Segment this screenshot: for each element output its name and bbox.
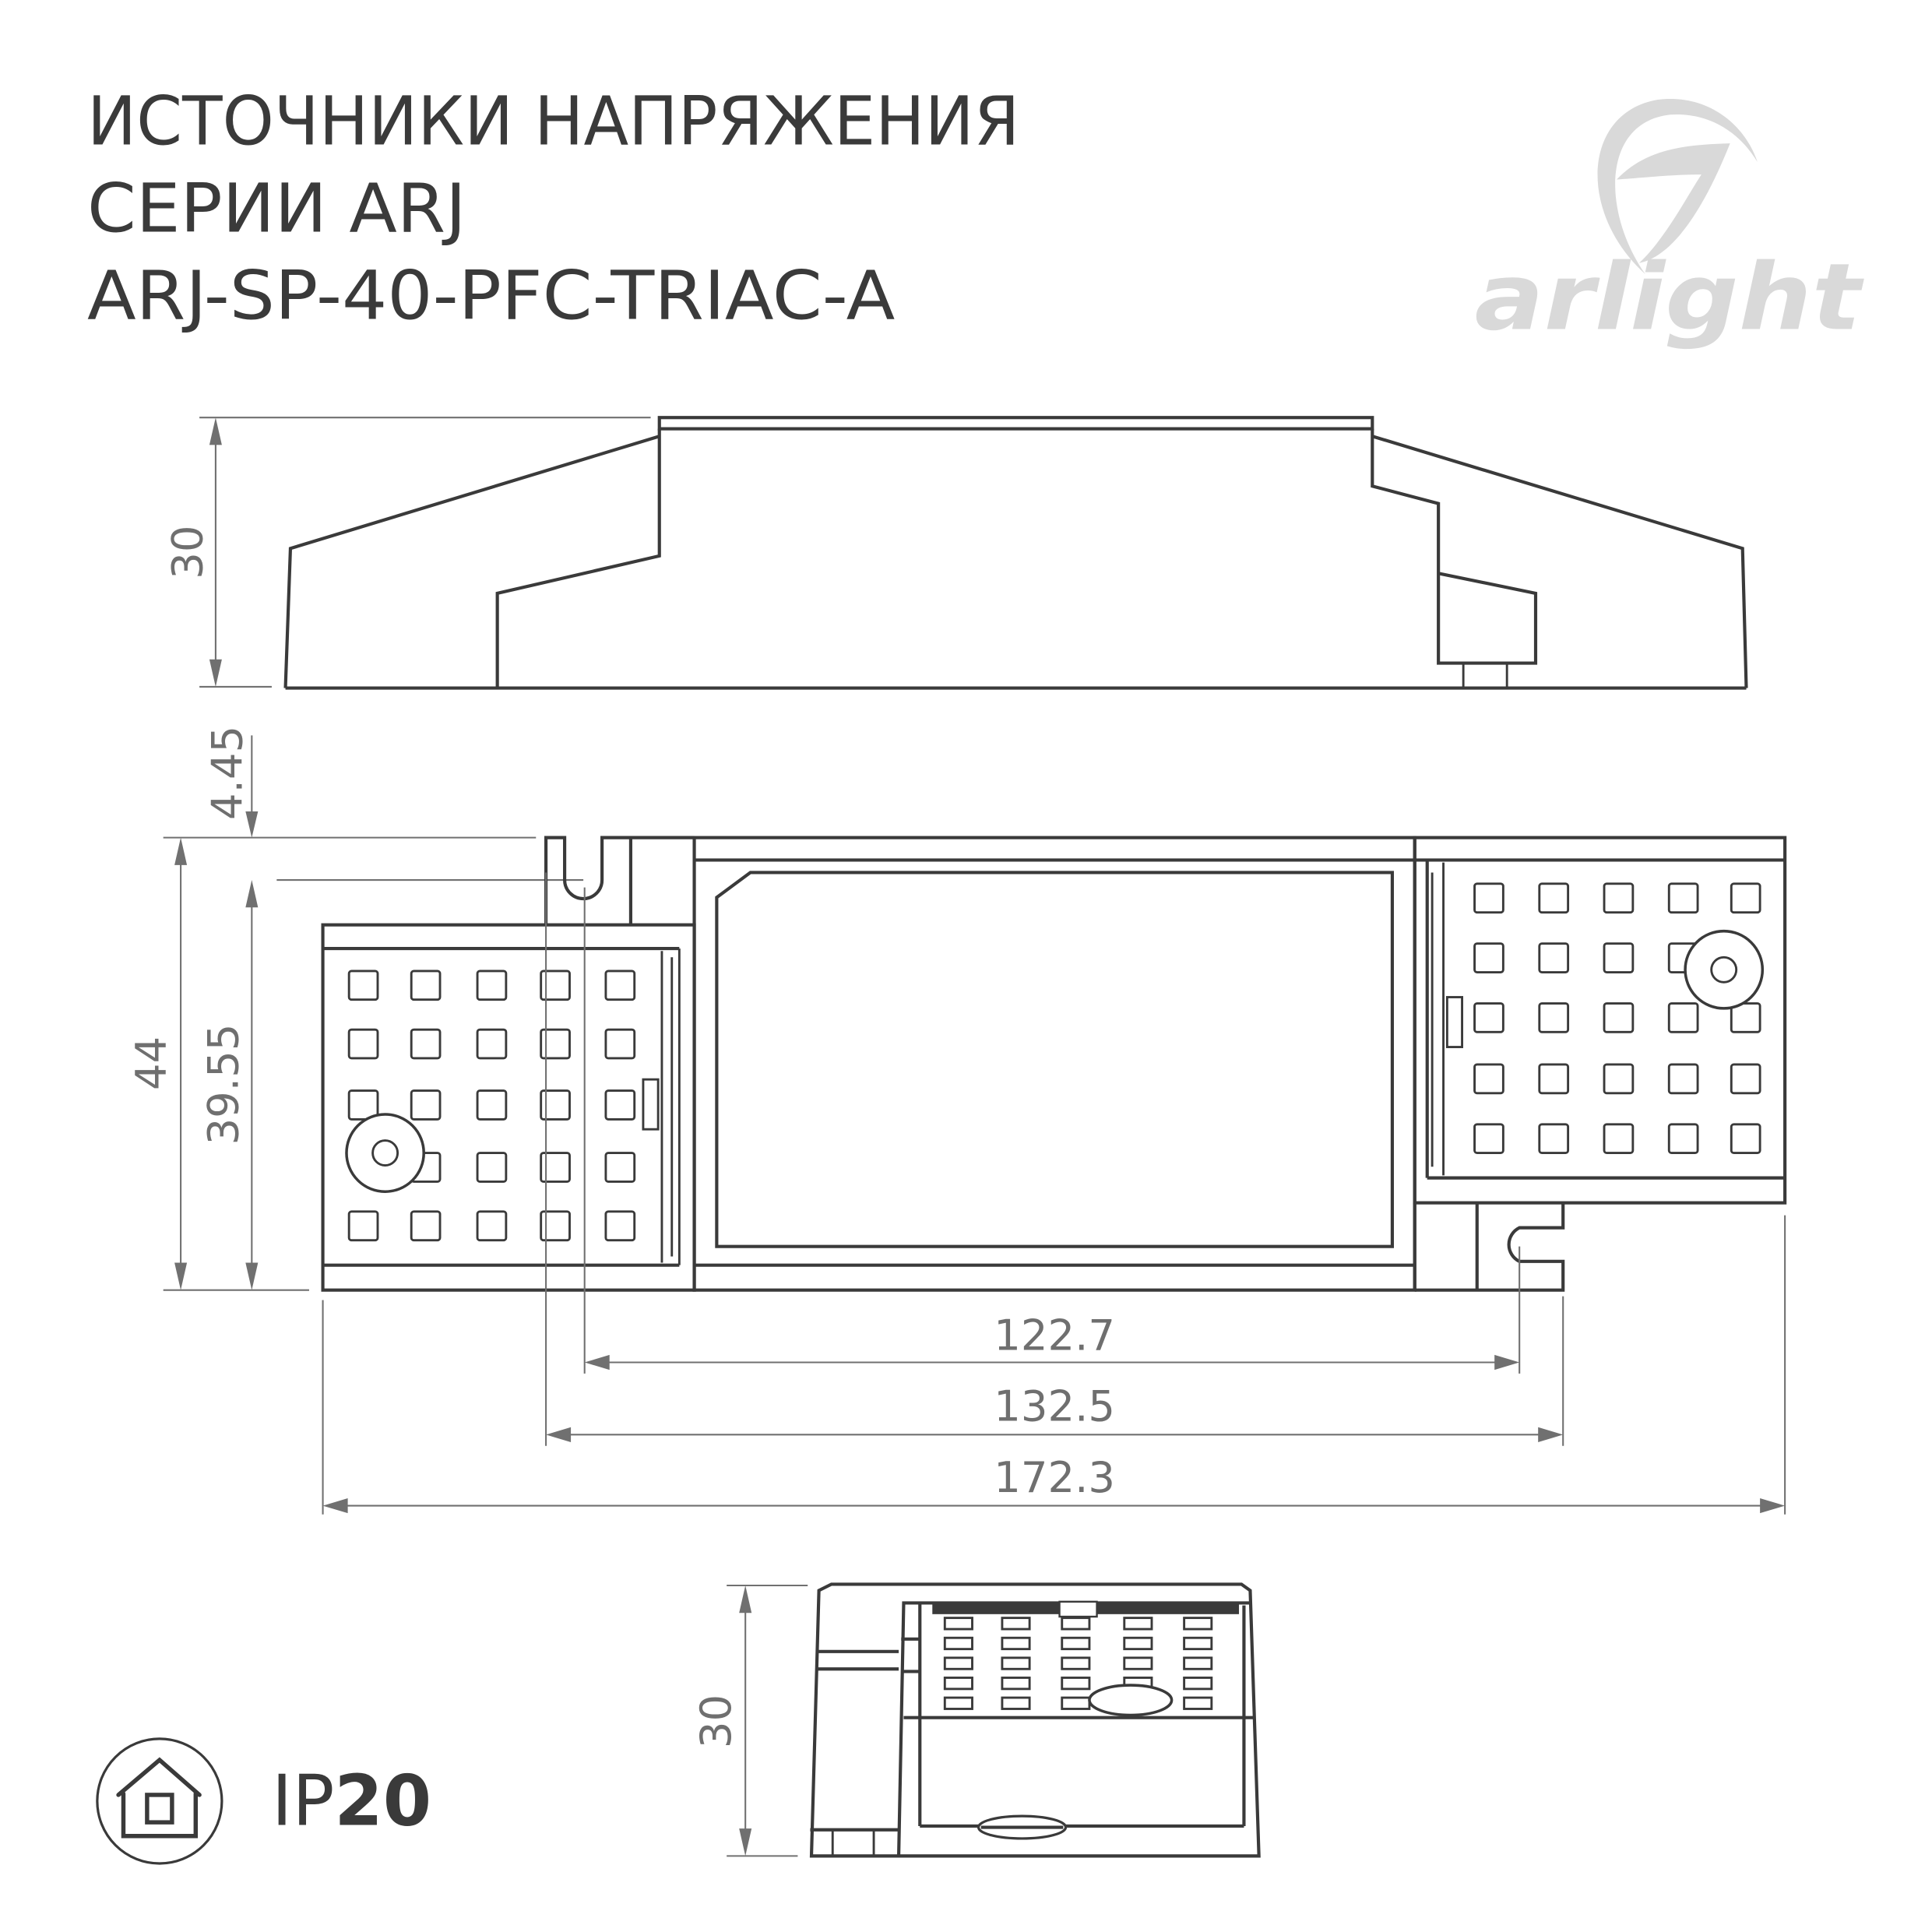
vent-grid-left bbox=[347, 970, 636, 1242]
dim-side-height: 30 bbox=[162, 525, 212, 579]
dim-width: 44 bbox=[126, 1036, 176, 1090]
indoor-house-icon bbox=[96, 1737, 223, 1865]
screw-right-icon bbox=[1684, 929, 1765, 1010]
side-view: 30 bbox=[162, 416, 1748, 690]
title-line2: СЕРИИ ARJ bbox=[87, 171, 466, 248]
dim-top-offset: 4.45 bbox=[202, 726, 252, 820]
screw-left-icon bbox=[345, 1113, 425, 1193]
end-view: 30 bbox=[691, 1582, 1261, 1858]
dim-mount-spacing-inner: 122.7 bbox=[994, 1310, 1115, 1360]
ip-label: IP20 bbox=[272, 1761, 431, 1842]
logo-wordmark: arlight bbox=[1475, 244, 1865, 351]
ip-rating: IP20 bbox=[96, 1737, 431, 1865]
title-line1: ИСТОЧНИКИ НАПРЯЖЕНИЯ bbox=[87, 83, 1019, 161]
dim-mount-spacing-outer: 132.5 bbox=[994, 1381, 1115, 1431]
page-title: ИСТОЧНИКИ НАПРЯЖЕНИЯ СЕРИИ ARJ ARJ-SP-40… bbox=[87, 83, 1019, 336]
vent-grid-end bbox=[943, 1617, 1213, 1710]
logo-seven-icon bbox=[1617, 143, 1730, 263]
end-screw-icon bbox=[1088, 1684, 1174, 1717]
dim-end-height: 30 bbox=[691, 1694, 741, 1748]
top-view: 4.45 44 39.55 bbox=[126, 726, 1787, 1515]
dim-length: 172.3 bbox=[994, 1452, 1115, 1502]
dim-mount-height: 39.55 bbox=[199, 1024, 248, 1145]
model-name: ARJ-SP-40-PFC-TRIAC-A bbox=[87, 258, 895, 336]
ip-prefix: IP bbox=[272, 1761, 334, 1842]
ip-value: 20 bbox=[334, 1761, 431, 1842]
arlight-logo: arlight bbox=[1475, 99, 1865, 351]
vent-grid-right bbox=[1473, 882, 1761, 1155]
